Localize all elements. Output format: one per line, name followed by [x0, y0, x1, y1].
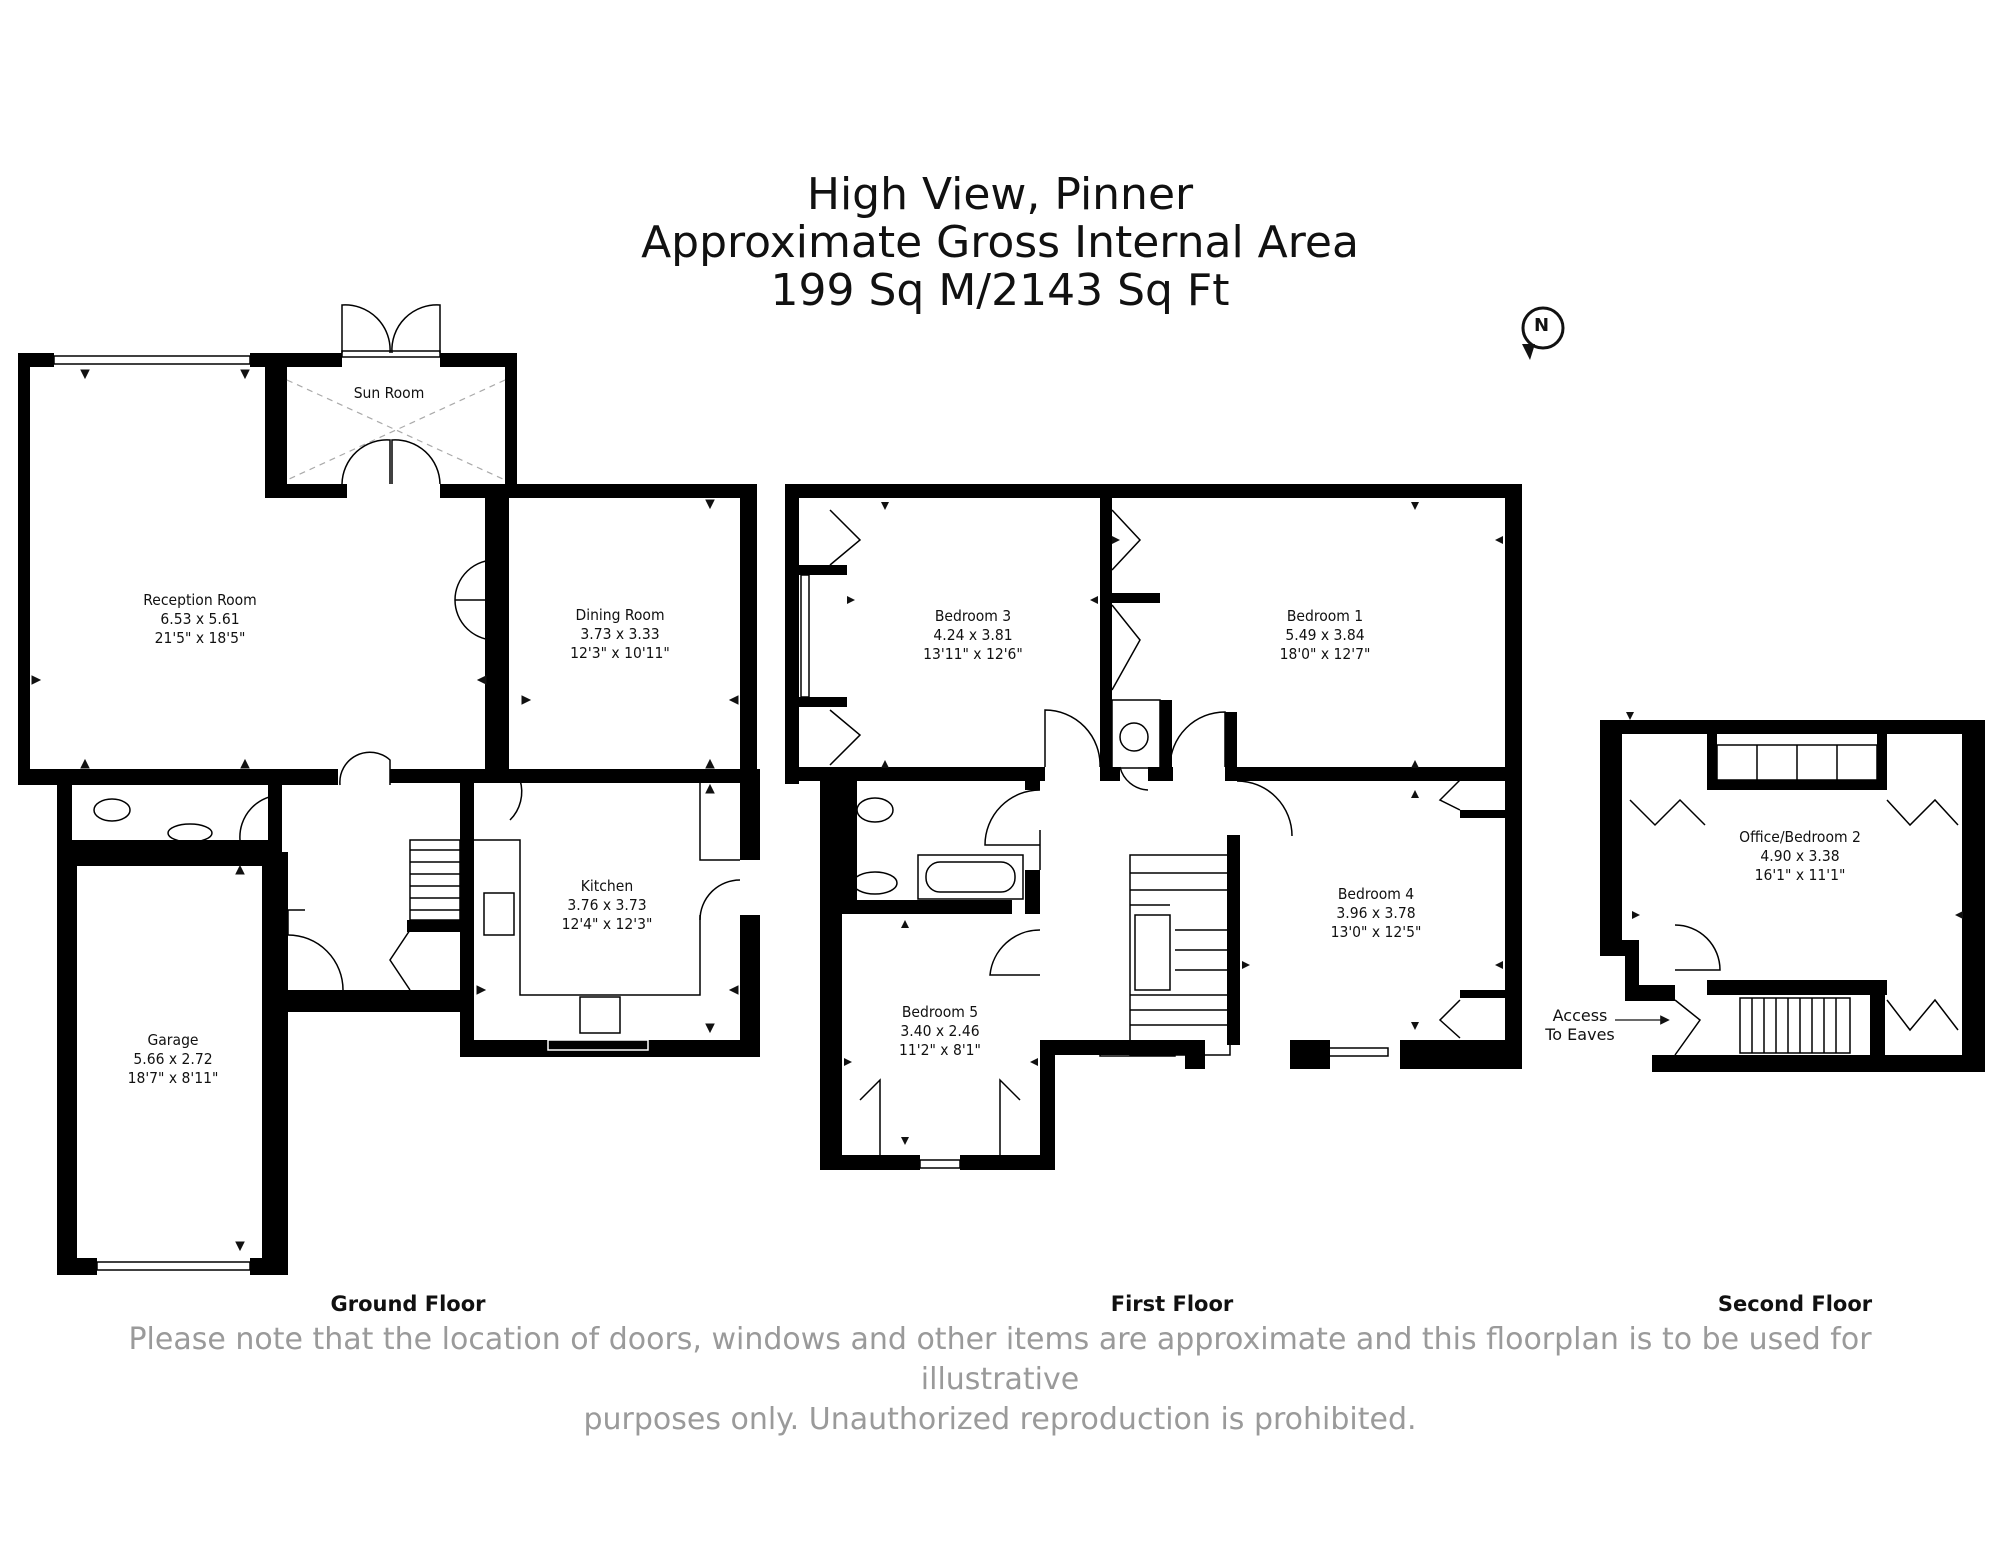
first-dimension-arrows: [844, 502, 1503, 1145]
kitchen-counters: [474, 770, 740, 1034]
dining-walls: [497, 484, 757, 784]
garage-walls: [57, 852, 288, 1275]
disclaimer: Please note that the location of doors, …: [128, 1322, 1872, 1437]
second-dimension-arrows: [1626, 712, 1963, 919]
label-ground-floor: Ground Floor: [330, 1292, 486, 1316]
hall-stairs: [409, 839, 461, 921]
second-floor-fixtures: [1629, 744, 1959, 1056]
wc: [57, 775, 283, 855]
room-sun: Sun Room: [353, 384, 425, 402]
compass-icon: [1521, 306, 1565, 360]
label-second-floor: Second Floor: [1717, 1292, 1873, 1316]
first-floor-walls: [785, 484, 1522, 1170]
dining-french-door: [454, 559, 498, 641]
title-area-value: 199 Sq M/2143 Sq Ft: [770, 265, 1230, 316]
second-floor-walls: [1600, 720, 1985, 1072]
second-floor-plan: [1600, 712, 1985, 1072]
reception-walls: [18, 353, 760, 785]
compass-label: N: [1534, 315, 1550, 336]
garage-door: [96, 1261, 251, 1271]
dining-window: [571, 485, 683, 495]
kitchen-window: [547, 1039, 649, 1051]
title-area-label: Approximate Gross Internal Area: [641, 217, 1359, 268]
first-floor-windows: [800, 485, 1516, 1169]
label-first-floor: First Floor: [1110, 1292, 1234, 1316]
reception-windows: [19, 355, 276, 746]
first-floor-fixtures: [829, 509, 1461, 1155]
title-address: High View, Pinner: [806, 169, 1194, 220]
first-floor-plan: [785, 484, 1522, 1170]
ground-floor-plan: [18, 304, 760, 1275]
sun-room-walls: [286, 304, 517, 498]
kitchen-walls: [355, 775, 760, 1057]
ground-dimension-arrows: [31, 369, 739, 1252]
